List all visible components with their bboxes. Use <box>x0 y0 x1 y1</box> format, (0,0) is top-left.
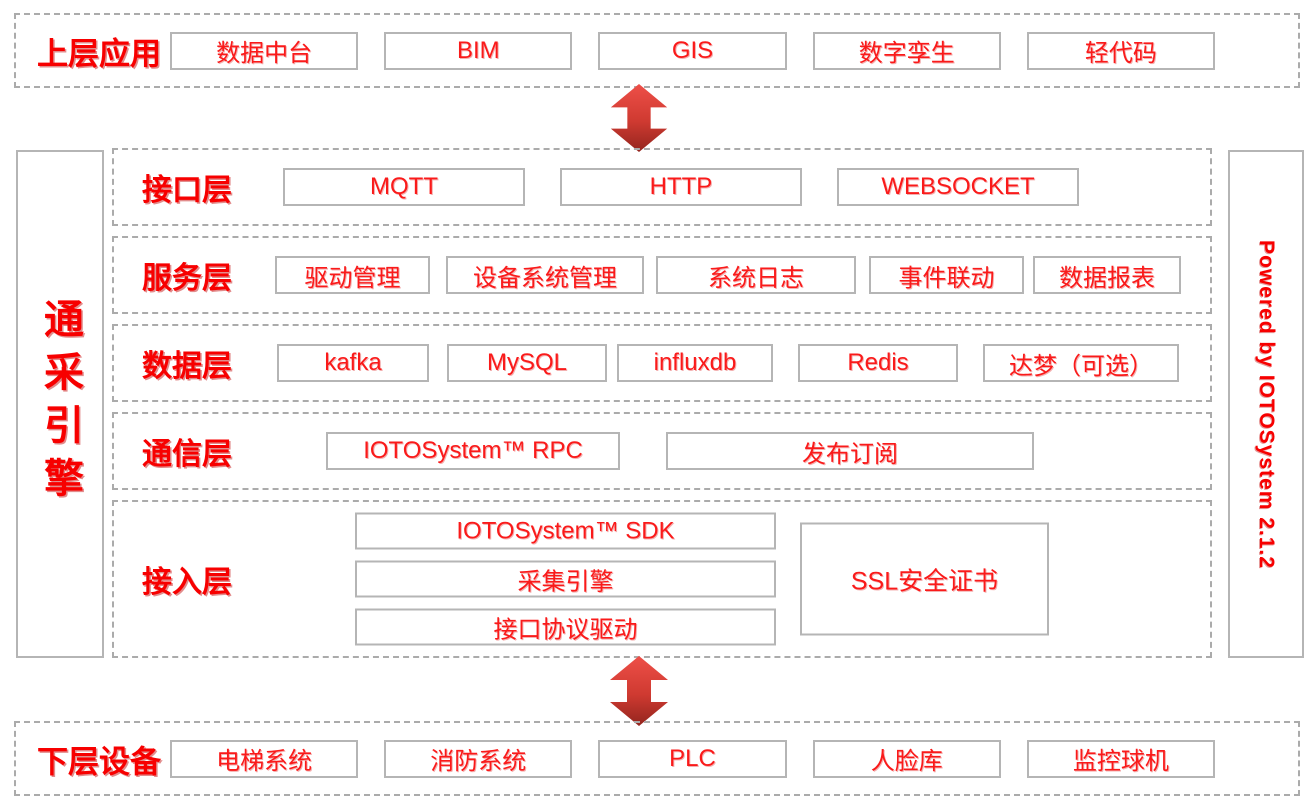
device-box: 人脸库 <box>812 739 1001 778</box>
service-box: 事件联动 <box>869 256 1024 294</box>
bottom-band-boxes: 电梯系统消防系统 PLC 人脸库监控球机 <box>170 739 1216 778</box>
database-box: MySQL <box>447 344 607 382</box>
layer-data: 数据层 kafka MySQL influxdb Redis 达梦（可选） <box>112 324 1212 402</box>
service-box: 驱动管理 <box>275 256 430 294</box>
communication-box: IOTOSystem™ RPC <box>326 432 620 470</box>
app-box: 数字孪生 <box>812 31 1001 70</box>
app-box: GIS <box>598 31 787 70</box>
data-boxes: kafka MySQL influxdb Redis 达梦（可选） <box>277 344 1179 382</box>
engine-sidebar: 通采引擎 <box>16 150 104 658</box>
interface-box: HTTP <box>560 168 802 206</box>
app-box: 轻代码 <box>1026 31 1216 70</box>
app-box: 数据中台 <box>170 31 359 70</box>
layer-communication: 通信层 IOTOSystem™ RPC 发布订阅 <box>112 412 1212 490</box>
layer-access: 接入层 IOTOSystem™ SDK 采集引擎接口协议驱动 SSL安全证书 <box>112 500 1212 658</box>
interface-box: WEBSOCKET <box>837 168 1079 206</box>
powered-sidebar: Powered by IOTOSystem 2.1.2 <box>1228 150 1304 658</box>
service-box: 系统日志 <box>656 256 856 294</box>
service-box: 数据报表 <box>1033 256 1181 294</box>
top-band-boxes: 数据中台 BIM GIS 数字孪生轻代码 <box>170 31 1216 70</box>
database-box: 达梦（可选） <box>983 344 1179 382</box>
access-box: 接口协议驱动 <box>355 608 776 646</box>
device-box: 电梯系统 <box>170 739 359 778</box>
device-box: 监控球机 <box>1026 739 1216 778</box>
top-band: 上层应用 数据中台 BIM GIS 数字孪生轻代码 <box>14 13 1300 88</box>
layer-stack: 接口层 MQTT HTTP WEBSOCKET 服务层 驱动管理设备系统管理系统日志… <box>112 148 1212 658</box>
communication-box: 发布订阅 <box>666 432 1034 470</box>
layer-service: 服务层 驱动管理设备系统管理系统日志事件联动数据报表 <box>112 236 1212 314</box>
powered-by-label: Powered by IOTOSystem 2.1.2 <box>1255 239 1278 569</box>
service-boxes: 驱动管理设备系统管理系统日志事件联动数据报表 <box>275 256 1181 294</box>
device-box: PLC <box>598 739 787 778</box>
database-box: influxdb <box>617 344 773 382</box>
top-band-label: 上层应用 <box>37 36 161 71</box>
layer-label: 接口层 <box>142 174 232 207</box>
app-box: BIM <box>384 31 573 70</box>
communication-boxes: IOTOSystem™ RPC 发布订阅 <box>326 432 1034 470</box>
double-arrow-icon <box>610 655 668 732</box>
interface-box: MQTT <box>283 168 525 206</box>
access-box: 采集引擎 <box>355 560 776 598</box>
database-box: kafka <box>277 344 429 382</box>
layer-label: 接入层 <box>142 566 232 599</box>
device-box: 消防系统 <box>384 739 573 778</box>
interface-boxes: MQTT HTTP WEBSOCKET <box>283 168 1079 206</box>
ssl-box: SSL安全证书 <box>800 522 1049 636</box>
engine-label: 通采引擎 <box>38 298 82 510</box>
bottom-band: 下层设备 电梯系统消防系统 PLC 人脸库监控球机 <box>14 721 1300 796</box>
layer-label: 数据层 <box>142 350 232 383</box>
layer-label: 服务层 <box>142 262 232 295</box>
database-box: Redis <box>798 344 958 382</box>
access-box: IOTOSystem™ SDK <box>355 512 776 550</box>
access-stack: IOTOSystem™ SDK 采集引擎接口协议驱动 <box>355 512 776 646</box>
layer-label: 通信层 <box>142 438 232 471</box>
bottom-band-label: 下层设备 <box>37 744 161 779</box>
service-box: 设备系统管理 <box>446 256 644 294</box>
double-arrow-icon <box>610 84 668 157</box>
layer-interface: 接口层 MQTT HTTP WEBSOCKET <box>112 148 1212 226</box>
